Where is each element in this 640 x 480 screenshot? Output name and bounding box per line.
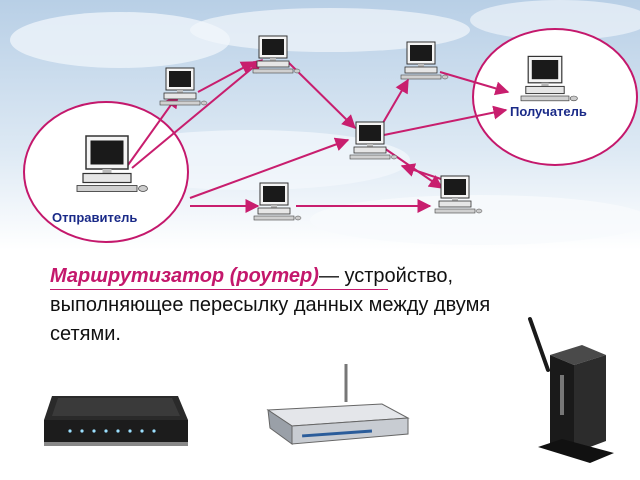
arrow-sender-to-pc3: [131, 59, 264, 169]
definition-text: — устройство, выполняющее пересылку данн…: [50, 265, 491, 345]
arrow-sender-to-pc2: [127, 93, 179, 166]
computer-icon: [253, 182, 302, 221]
arrow-sender-to-pc5: [189, 137, 350, 199]
arrow-pc3-to-pc5: [287, 61, 356, 129]
computer-icon: [349, 121, 398, 160]
term-underline: [50, 289, 388, 290]
arrow-pc7-to-pc5: [400, 163, 445, 181]
arrow-pc5-to-pc7: [383, 147, 444, 189]
arrow-pc5-to-pc4: [379, 78, 409, 129]
receiver-label: Получатель: [510, 104, 587, 119]
router-icon: [528, 317, 614, 463]
computer-icon: [434, 175, 483, 214]
router-definition: Маршрутизатор (роутер)— устройство, выпо…: [50, 262, 550, 349]
arrow-pc4-to-receiver: [439, 71, 510, 96]
computer-icon: [400, 41, 449, 80]
arrow-pc5-to-receiver: [383, 105, 508, 136]
router-icon: [266, 364, 410, 445]
computer-icon: [159, 67, 208, 106]
network-diagram: [23, 28, 638, 243]
router-icon: [38, 358, 193, 458]
sender-label: Отправитель: [52, 210, 138, 225]
arrow-pc2-to-pc3: [197, 61, 256, 93]
router-term: Маршрутизатор (роутер): [50, 265, 319, 287]
